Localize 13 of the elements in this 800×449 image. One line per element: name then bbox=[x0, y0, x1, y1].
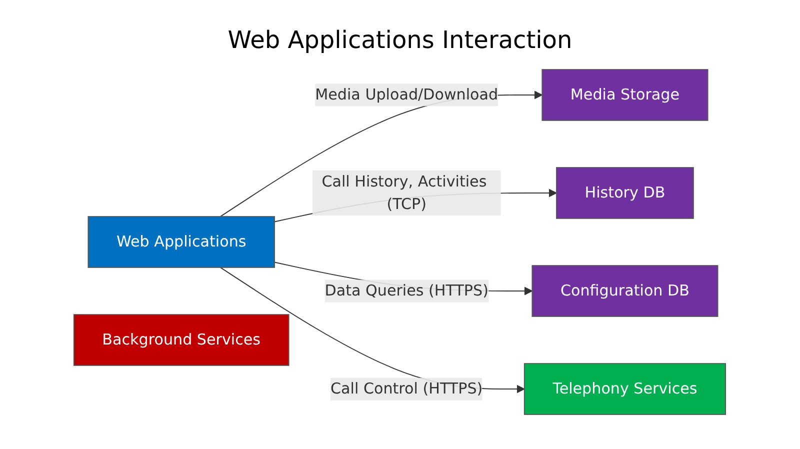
edge-label: Call Control (HTTPS) bbox=[330, 380, 483, 398]
edge-label: Data Queries (HTTPS) bbox=[324, 282, 489, 300]
node-box: Media Storage bbox=[542, 69, 709, 121]
node-box: Configuration DB bbox=[532, 265, 718, 317]
edge-label: Call History, Activities (TCP) bbox=[322, 172, 487, 213]
node-box: History DB bbox=[556, 167, 694, 219]
node-box: Background Services bbox=[74, 314, 290, 366]
arrow bbox=[220, 90, 543, 218]
arrow bbox=[220, 266, 526, 394]
node-box: Telephony Services bbox=[524, 363, 726, 415]
diagram-title: Web Applications Interaction bbox=[226, 26, 574, 54]
node-box: Web Applications bbox=[88, 216, 276, 268]
edge-label: Media Upload/Download bbox=[315, 86, 498, 104]
